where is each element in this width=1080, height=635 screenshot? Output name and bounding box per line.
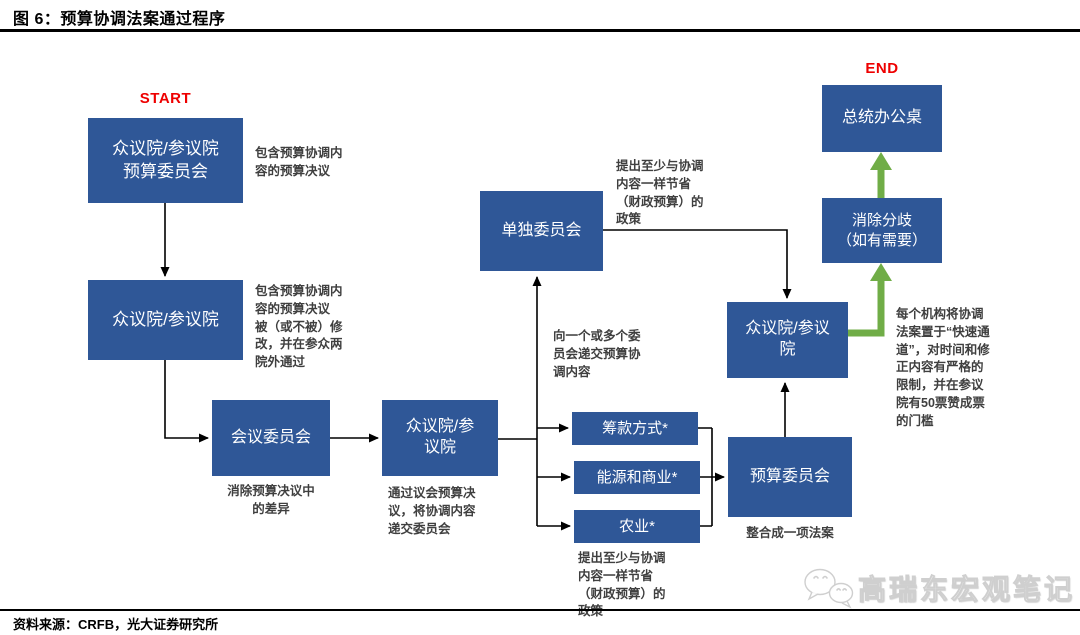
node-house-senate: 众议院/参议院 bbox=[88, 280, 243, 360]
node-house-senate-vote: 众议院/参议 院 bbox=[727, 302, 848, 378]
node-presidents-desk: 总统办公桌 bbox=[822, 85, 942, 152]
start-label: START bbox=[139, 90, 192, 107]
green-arrowhead-resolve bbox=[870, 263, 892, 281]
wechat-icon bbox=[804, 568, 854, 609]
node-resolve-differences: 消除分歧 （如有需要） bbox=[822, 198, 942, 263]
annotation-fast-track: 每个机构将协调 法案置于“快速通 道”，对时间和修 正内容有严格的 限制，并在参… bbox=[896, 307, 990, 428]
node-budget-committee: 预算委员会 bbox=[728, 437, 852, 517]
node-conference-committee: 会议委员会 bbox=[212, 400, 330, 476]
watermark-label: 高瑞东宏观笔记 bbox=[857, 574, 1076, 606]
annotation-combine-bill: 整合成一项法案 bbox=[746, 526, 834, 540]
annotation-savings-policy-bottom: 提出至少与协调 内容一样节省 （财政预算）的 政策 bbox=[578, 551, 666, 619]
green-line-vote-to-resolve bbox=[848, 280, 885, 337]
annotation-resolution-amended: 包含预算协调内 容的预算决议 被（或不被）修 改，并在参众两 院外通过 bbox=[255, 284, 343, 369]
node-energy-and-commerce: 能源和商业* bbox=[574, 461, 700, 494]
green-arrowhead-desk bbox=[870, 152, 892, 170]
annotation-pass-resolution: 通过议会预算决 议，将协调内容 递交委员会 bbox=[388, 486, 476, 536]
annotation-savings-policy-top: 提出至少与协调 内容一样节省 （财政预算）的 政策 bbox=[616, 159, 704, 227]
annotation-budget-resolution: 包含预算协调内 容的预算决议 bbox=[255, 146, 343, 178]
black-arrows bbox=[160, 203, 792, 531]
arrow-house-to-conference bbox=[164, 360, 209, 443]
node-single-committee: 单独委员会 bbox=[480, 191, 603, 271]
green-arrows bbox=[848, 152, 892, 337]
figure-title: 图 6：预算协调法案通过程序 bbox=[13, 11, 226, 28]
end-label: END bbox=[865, 60, 899, 77]
source-note: 资料来源：CRFB，光大证券研究所 bbox=[13, 617, 219, 632]
title-divider bbox=[0, 29, 1080, 32]
annotation-eliminate-differences: 消除预算决议中 的差异 bbox=[227, 484, 315, 516]
arrow-single-to-vote bbox=[603, 229, 792, 299]
bottom-divider bbox=[0, 609, 1080, 611]
annotation-submit-to-committees: 向一个或多个委 员会递交预算协 调内容 bbox=[553, 329, 641, 379]
node-house-senate-budget-committees: 众议院/参议院 预算委员会 bbox=[88, 118, 243, 203]
node-agriculture: 农业* bbox=[574, 510, 700, 543]
node-ways-and-means: 筹款方式* bbox=[572, 412, 698, 445]
node-house-senate-pass: 众议院/参 议院 bbox=[382, 400, 498, 476]
